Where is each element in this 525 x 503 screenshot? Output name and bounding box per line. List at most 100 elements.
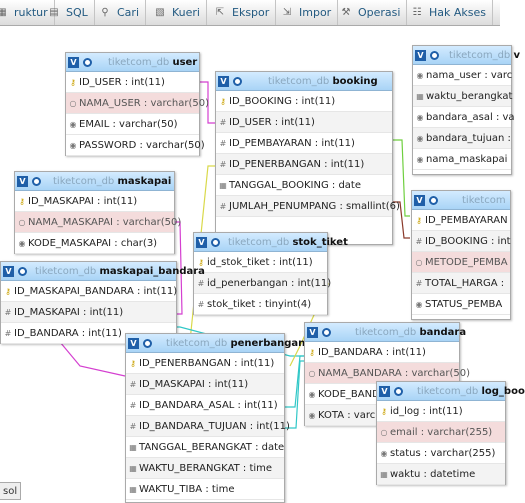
column-row[interactable]: ◉bandara_tujuan : <box>413 128 511 149</box>
toggle-icon[interactable]: V <box>307 326 318 338</box>
tab-sql[interactable]: ▤SQL <box>42 0 95 25</box>
toggle-icon[interactable]: V <box>68 56 79 68</box>
column-row[interactable]: ◉EMAIL : varchar(50) <box>66 114 199 135</box>
tab-impor[interactable]: ⇲Impor <box>275 0 339 25</box>
column-icon: ◉ <box>416 70 424 80</box>
column-row[interactable]: ⚷ID_MASKAPAI_BANDARA : int(11) <box>1 281 177 302</box>
column-icon: ○ <box>18 217 26 227</box>
column-row[interactable]: ◉KODE_MASKAPAI : char(3) <box>15 233 174 254</box>
toggle-icon[interactable]: V <box>17 175 28 187</box>
column-row[interactable]: #ID_BOOKING : int <box>412 231 511 252</box>
column-row[interactable]: ◉STATUS_PEMBA <box>412 294 510 315</box>
toggle-icon[interactable]: V <box>415 49 426 61</box>
column-row[interactable]: ▦WAKTU_BERANGKAT : time <box>126 458 284 479</box>
column-row[interactable]: ◉bandara_asal : va <box>413 107 515 128</box>
column-row[interactable]: #ID_MASKAPAI : int(11) <box>1 302 176 323</box>
tab-hak-akses[interactable]: ☷Hak Akses <box>405 0 494 25</box>
column-row[interactable]: #JUMLAH_PENUMPANG : smallint(6) <box>216 196 400 217</box>
column-row[interactable]: #ID_BANDARA_ASAL : int(11) <box>126 395 284 416</box>
column-row[interactable]: ⚷ID_BANDARA : int(11) <box>305 342 459 363</box>
circle-icon <box>32 176 41 186</box>
column-row[interactable]: #ID_USER : int(11) <box>216 112 392 133</box>
column-row[interactable]: ▦TANGGAL_BERANGKAT : date <box>126 437 284 458</box>
tab-kueri[interactable]: ▧Kueri <box>148 0 207 25</box>
column-row[interactable]: ▦WAKTU_TIBA : time <box>126 479 284 500</box>
column-icon: ○ <box>415 257 423 267</box>
column-icon: ▦ <box>129 463 137 473</box>
column-row[interactable]: ◉status : varchar(255) <box>377 443 505 464</box>
column-icon: ◉ <box>380 448 388 458</box>
column-row[interactable]: ▦TANGGAL_BOOKING : date <box>216 175 392 196</box>
column-row[interactable]: ▦waktu_berangkat <box>413 86 512 107</box>
column-row[interactable]: #id_penerbangan : int(11) <box>194 273 331 294</box>
tab-struktur[interactable]: ▦ruktur <box>0 0 55 25</box>
column-row[interactable]: ○email : varchar(255) <box>377 422 505 443</box>
key-icon: ⚷ <box>70 77 76 87</box>
key-icon: ⚷ <box>381 406 387 416</box>
column-row[interactable]: ◉nama_user : varc <box>413 65 512 86</box>
column-row[interactable]: ⚷ID_USER : int(11) <box>66 72 199 93</box>
circle-icon <box>429 195 438 205</box>
toggle-icon[interactable]: V <box>379 385 390 397</box>
tab-cari[interactable]: ⚲Cari <box>93 0 146 25</box>
column-row[interactable]: #TOTAL_HARGA : <box>412 273 510 294</box>
column-row[interactable]: #ID_BANDARA_TUJUAN : int(11) <box>126 416 290 437</box>
column-row[interactable]: ◉nama_maskapai <box>413 149 511 170</box>
column-icon: # <box>129 421 137 431</box>
column-row[interactable]: ⚷id_log : int(11) <box>377 401 505 422</box>
circle-icon <box>322 327 331 337</box>
column-row[interactable]: #ID_PEMBAYARAN : int(11) <box>216 133 392 154</box>
toggle-icon[interactable]: V <box>218 75 229 87</box>
column-row[interactable]: #ID_BANDARA : int(11) <box>1 323 176 344</box>
column-icon: # <box>129 379 137 389</box>
column-icon: # <box>129 400 137 410</box>
key-icon: ⚷ <box>5 286 11 296</box>
toggle-icon[interactable]: V <box>196 236 207 248</box>
column-row[interactable]: ⚷id_stok_tiket : int(11) <box>194 252 327 273</box>
tab-ekspor[interactable]: ⇱Ekspor <box>208 0 277 25</box>
column-icon: # <box>197 299 205 309</box>
column-row[interactable]: #ID_PENERBANGAN : int(11) <box>216 154 392 175</box>
tab-operasi[interactable]: ⚒Operasi <box>334 0 408 25</box>
column-icon: # <box>219 117 227 127</box>
column-icon: # <box>219 159 227 169</box>
column-row[interactable]: ▦waktu : datetime <box>377 464 505 485</box>
column-row[interactable]: #stok_tiket : tinyint(4) <box>194 294 327 315</box>
column-row[interactable]: ○NAMA_MASKAPAI : varchar(50) <box>15 212 181 233</box>
column-row[interactable]: ⚷ID_PENERBANGAN : int(11) <box>126 353 284 374</box>
column-row[interactable]: ⚷ID_BOOKING : int(11) <box>216 91 392 112</box>
column-row[interactable]: ○METODE_PEMBA <box>412 252 510 273</box>
column-icon: ▦ <box>129 484 137 494</box>
toggle-icon[interactable]: V <box>128 337 139 349</box>
toggle-icon[interactable]: V <box>414 194 425 206</box>
column-row[interactable]: #ID_MASKAPAI : int(11) <box>126 374 284 395</box>
column-row[interactable]: ○NAMA_USER : varchar(50) <box>66 93 209 114</box>
table-icon: ▦ <box>0 6 7 18</box>
column-icon: # <box>4 307 12 317</box>
column-row[interactable]: ◉PASSWORD : varchar(50) <box>66 135 205 156</box>
column-row[interactable]: ⚷ID_PEMBAYARAN <box>412 210 510 231</box>
key-icon: ⚷ <box>130 358 136 368</box>
toggle-icon[interactable]: V <box>3 265 14 277</box>
column-row[interactable]: ⚷ID_MASKAPAI : int(11) <box>15 191 174 212</box>
